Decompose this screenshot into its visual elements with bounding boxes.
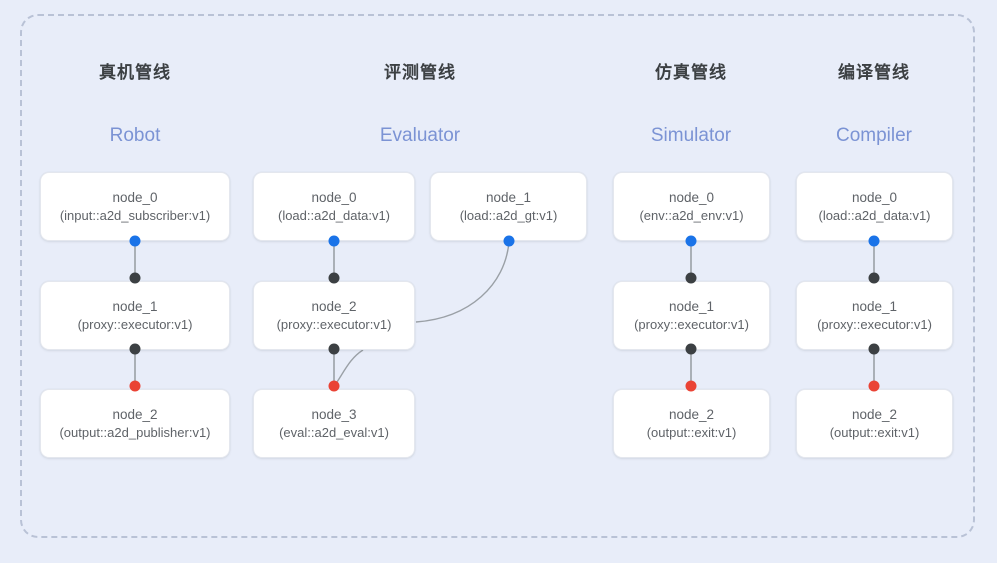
- node-name: node_1: [668, 298, 715, 314]
- node-spec: (proxy::executor:v1): [817, 316, 932, 332]
- node-box[interactable]: node_0(env::a2d_env:v1): [613, 172, 770, 241]
- node-spec: (input::a2d_subscriber:v1): [59, 207, 211, 223]
- pipeline-dashed-frame: [20, 14, 975, 538]
- node-spec: (proxy::executor:v1): [77, 316, 193, 332]
- port-terminal-dot[interactable]: [328, 380, 340, 392]
- port-in-dot[interactable]: [685, 272, 697, 284]
- node-box[interactable]: node_0(input::a2d_subscriber:v1): [40, 172, 230, 241]
- port-in-dot[interactable]: [868, 272, 880, 284]
- column-header-evaluator: 评测管线: [384, 64, 456, 81]
- node-name: node_1: [851, 298, 898, 314]
- node-spec: (proxy::executor:v1): [634, 316, 749, 332]
- node-box[interactable]: node_0(load::a2d_data:v1): [796, 172, 953, 241]
- node-box[interactable]: node_1(proxy::executor:v1): [40, 281, 230, 350]
- port-terminal-dot[interactable]: [129, 380, 141, 392]
- edge-curve: [334, 349, 364, 386]
- node-box[interactable]: node_1(proxy::executor:v1): [796, 281, 953, 350]
- node-name: node_2: [851, 406, 898, 422]
- node-spec: (eval::a2d_eval:v1): [279, 424, 389, 440]
- column-subtitle-wrap-robot: Robot: [110, 126, 161, 145]
- port-out-dot[interactable]: [868, 235, 880, 247]
- column-header-simulator: 仿真管线: [655, 64, 727, 81]
- column-title-evaluator: 评测管线: [384, 63, 456, 82]
- column-title-robot: 真机管线: [99, 63, 171, 82]
- node-name: node_0: [668, 189, 715, 205]
- node-name: node_1: [485, 189, 532, 205]
- node-spec: (load::a2d_gt:v1): [459, 207, 558, 223]
- node-spec: (output::exit:v1): [646, 424, 737, 440]
- node-box[interactable]: node_3(eval::a2d_eval:v1): [253, 389, 415, 458]
- node-name: node_0: [311, 189, 357, 205]
- port-out-dot[interactable]: [503, 235, 515, 247]
- node-spec: (proxy::executor:v1): [276, 316, 392, 332]
- node-box[interactable]: node_2(proxy::executor:v1): [253, 281, 415, 350]
- column-subtitle-wrap-simulator: Simulator: [651, 126, 731, 145]
- node-name: node_3: [311, 406, 357, 422]
- node-box[interactable]: node_1(proxy::executor:v1): [613, 281, 770, 350]
- node-spec: (load::a2d_data:v1): [818, 207, 931, 223]
- edge-curve: [415, 241, 510, 323]
- port-in-dot[interactable]: [129, 272, 141, 284]
- node-name: node_2: [112, 406, 158, 422]
- node-name: node_0: [112, 189, 158, 205]
- column-subtitle-evaluator: Evaluator: [379, 125, 461, 146]
- port-out-dot[interactable]: [129, 235, 141, 247]
- column-subtitle-compiler: Compiler: [835, 125, 913, 146]
- node-box[interactable]: node_2(output::exit:v1): [613, 389, 770, 458]
- column-title-simulator: 仿真管线: [655, 63, 727, 82]
- port-terminal-dot[interactable]: [685, 380, 697, 392]
- column-subtitle-simulator: Simulator: [650, 125, 732, 146]
- column-subtitle-robot: Robot: [109, 125, 161, 146]
- node-box[interactable]: node_2(output::a2d_publisher:v1): [40, 389, 230, 458]
- port-terminal-dot[interactable]: [868, 380, 880, 392]
- node-spec: (output::a2d_publisher:v1): [59, 424, 211, 440]
- port-in-dot[interactable]: [328, 272, 340, 284]
- node-spec: (output::exit:v1): [829, 424, 920, 440]
- port-in-dot[interactable]: [129, 343, 141, 355]
- column-subtitle-wrap-evaluator: Evaluator: [380, 126, 460, 145]
- node-name: node_1: [112, 298, 158, 314]
- node-name: node_0: [851, 189, 898, 205]
- column-subtitle-wrap-compiler: Compiler: [836, 126, 912, 145]
- port-out-dot[interactable]: [328, 235, 340, 247]
- port-in-dot[interactable]: [685, 343, 697, 355]
- node-name: node_2: [311, 298, 357, 314]
- node-spec: (load::a2d_data:v1): [277, 207, 391, 223]
- node-box[interactable]: node_1(load::a2d_gt:v1): [430, 172, 587, 241]
- node-spec: (env::a2d_env:v1): [639, 207, 744, 223]
- column-header-robot: 真机管线: [99, 64, 171, 81]
- port-in-dot[interactable]: [868, 343, 880, 355]
- port-in-dot[interactable]: [328, 343, 340, 355]
- port-out-dot[interactable]: [685, 235, 697, 247]
- column-header-compiler: 编译管线: [838, 64, 910, 81]
- column-title-compiler: 编译管线: [838, 63, 910, 82]
- node-name: node_2: [668, 406, 715, 422]
- node-box[interactable]: node_0(load::a2d_data:v1): [253, 172, 415, 241]
- node-box[interactable]: node_2(output::exit:v1): [796, 389, 953, 458]
